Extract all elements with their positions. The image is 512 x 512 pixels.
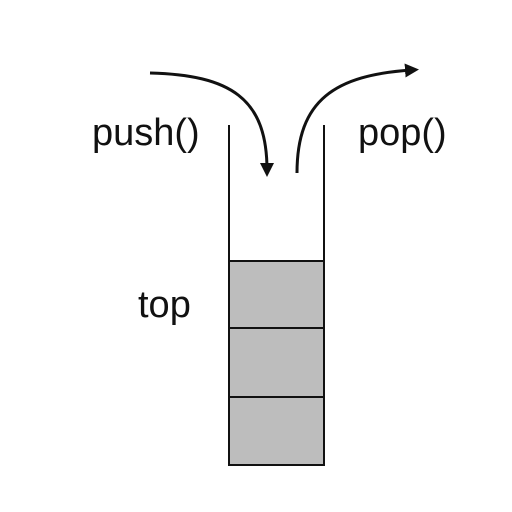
stack-item-top (228, 260, 325, 329)
stack-items (228, 260, 325, 466)
pop-label: pop() (358, 112, 447, 154)
top-label: top (138, 284, 191, 326)
pop-arrow (295, 63, 419, 174)
push-label: push() (92, 112, 200, 154)
stack-item-bottom (228, 396, 325, 466)
stack-item-middle (228, 327, 325, 398)
push-arrow (149, 71, 274, 177)
